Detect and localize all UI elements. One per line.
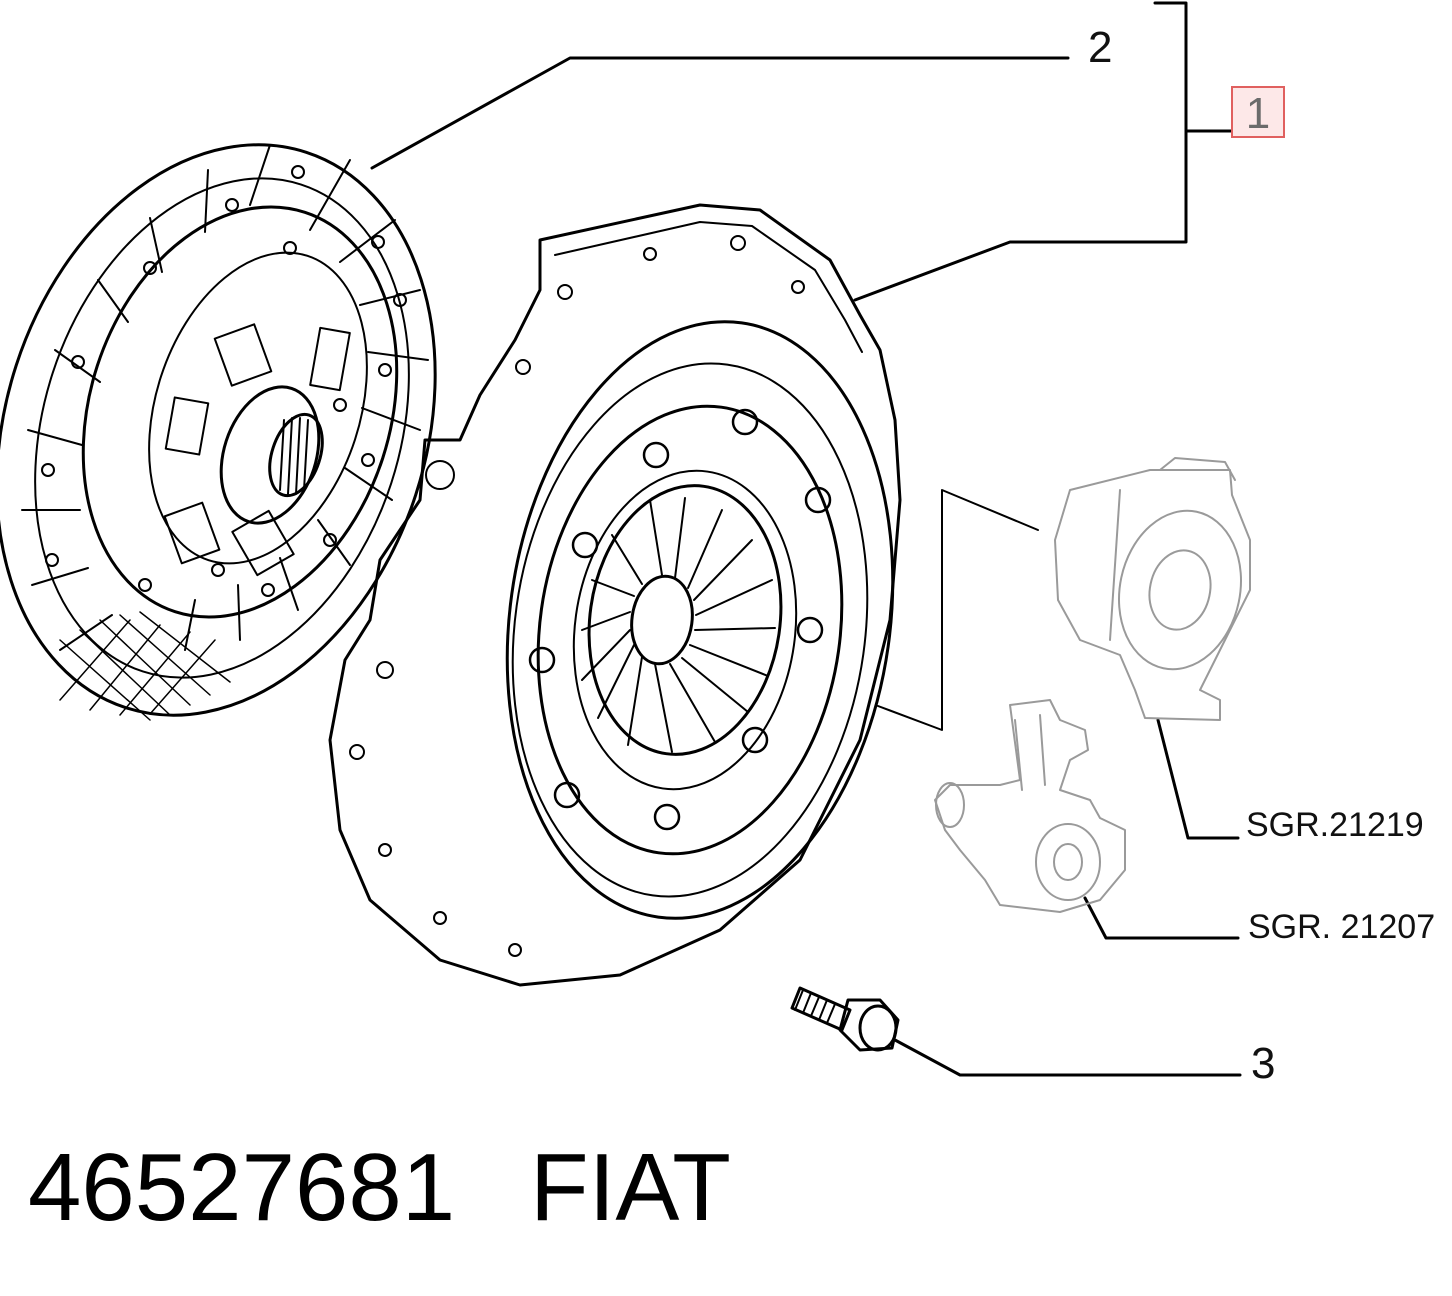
clutch-disc xyxy=(0,143,437,721)
leader-line-2 xyxy=(370,56,1070,170)
leader-bracket-bearings xyxy=(877,489,1039,731)
callout-label-1-highlighted[interactable]: 1 xyxy=(1231,86,1285,138)
brand-name: FIAT xyxy=(530,1134,731,1241)
part-number: 46527681 xyxy=(28,1134,456,1241)
callout-label-3: 3 xyxy=(1251,1039,1276,1088)
callout-label-sgr-release-bearing: SGR.21219 xyxy=(1246,806,1424,844)
clutch-cover-assembly xyxy=(328,203,902,987)
leader-line-sgr21219 xyxy=(1156,718,1240,840)
release-bearing xyxy=(1054,457,1251,721)
bolt xyxy=(790,986,900,1052)
leader-bracket-1 xyxy=(853,1,1234,302)
callout-label-2: 2 xyxy=(1088,23,1113,72)
leader-line-sgr21207 xyxy=(1083,896,1240,940)
leader-line-3 xyxy=(893,1038,1242,1077)
slave-cylinder xyxy=(934,699,1126,913)
callout-label-sgr-slave-cylinder: SGR. 21207 xyxy=(1248,908,1436,946)
damper-springs xyxy=(163,323,351,577)
